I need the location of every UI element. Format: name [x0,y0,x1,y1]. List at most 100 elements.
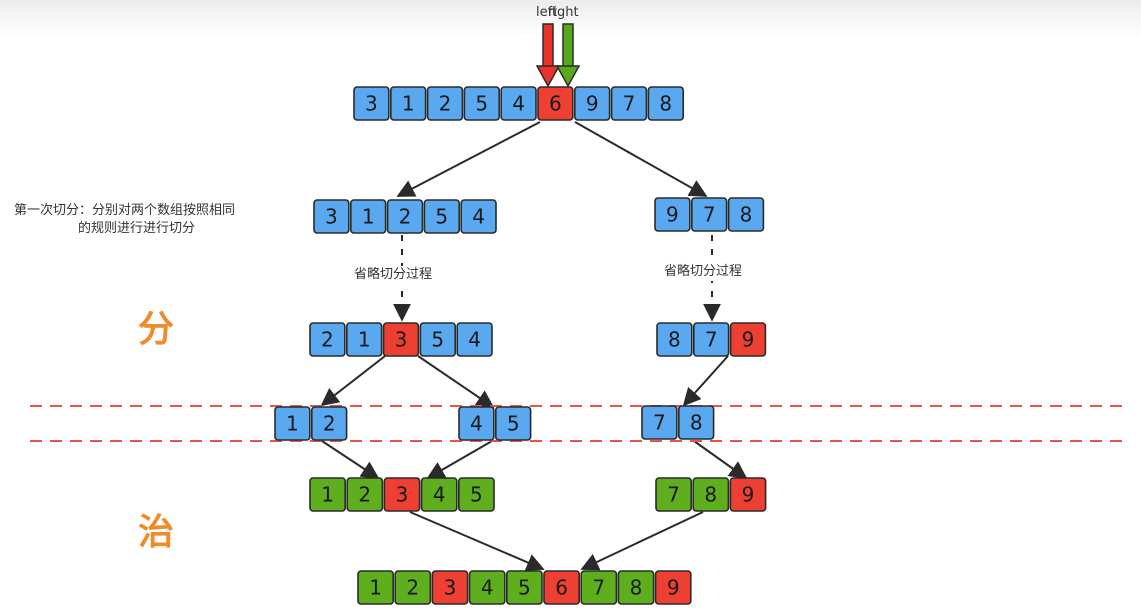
cell-value: 8 [659,92,672,116]
cell-box [309,322,346,357]
cell-box [729,477,767,512]
cell-value: 7 [705,328,718,352]
cell-box [617,570,655,605]
cell-box [610,86,648,121]
divide-label: 分 [138,309,175,350]
array-cell: 8 [677,405,715,440]
cell-box [654,570,692,605]
left-pointer-label: left [536,5,557,20]
array-cell: 7 [641,405,678,440]
cell-value: 8 [704,483,717,507]
cell-box [457,477,495,512]
cell-value: 4 [470,412,483,436]
array-cell: 7 [692,322,730,357]
cell-value: 2 [321,328,334,352]
array-cell: 5 [494,406,532,441]
array-cell: 9 [654,570,692,605]
cell-box [580,570,618,605]
cell-value: 7 [653,411,666,435]
cell-box [690,197,728,232]
cell-value: 7 [703,203,716,227]
cell-box [729,322,767,357]
cell-value: 1 [358,328,371,352]
array-cell: 2 [309,322,346,357]
first-split-note: 第一次切分：分别对两个数组按照相同 的规则进行进行切分 [14,202,304,238]
cell-box [346,477,384,512]
cell-box [345,322,383,357]
array-cell: 8 [617,570,655,605]
cell-box [692,322,730,357]
cell-box [677,405,715,440]
cell-value: 3 [325,205,338,229]
array-cell: 9 [729,322,767,357]
cell-box [431,570,469,605]
cell-value: 2 [358,483,371,507]
array-cell: 7 [655,477,693,512]
array-cell: 2 [310,406,348,441]
array-cell: 7 [610,86,648,121]
cell-box [647,86,685,121]
array-cell: 7 [690,197,728,232]
arrow-merge-left-to-final [409,511,545,571]
cell-value: 5 [470,483,483,507]
cell-value: 2 [439,92,452,116]
cell-box [426,86,464,121]
array-cell: 5 [463,86,500,121]
array-cell: 1 [274,406,311,441]
cell-box [456,322,493,357]
cell-box [394,570,432,605]
cell-value: 4 [512,92,525,116]
arrow-split-to-leaf-a [320,355,386,407]
right-pointer-label: right [548,5,579,20]
arrow-merge-right-to-final [580,511,704,571]
cell-value: 7 [623,92,636,116]
cell-box [458,406,495,441]
cell-box [468,570,506,605]
array-cell: 1 [345,322,383,357]
array-cell: 5 [457,477,495,512]
cell-value: 3 [396,483,409,507]
array-cell: 6 [537,86,574,121]
array-cell: 6 [543,570,581,605]
right-pointer-arrow [555,23,581,88]
cell-box [353,86,390,121]
cell-value: 4 [472,205,485,229]
cell-value: 8 [630,576,643,600]
array-cell: 4 [458,406,495,441]
array-cell: 7 [580,570,618,605]
array-cell: 9 [573,86,611,121]
cell-value: 9 [742,483,755,507]
array-cell: 1 [389,86,427,121]
cell-box [349,199,387,234]
array-cell: 4 [500,86,537,121]
array-cell: 3 [353,86,390,121]
array-cell: 3 [431,570,469,605]
cell-box [310,406,348,441]
cell-value: 3 [444,576,457,600]
cell-box [537,86,574,121]
array-cell: 3 [313,199,350,234]
cell-value: 1 [321,483,334,507]
array-cell: 5 [423,199,460,234]
cell-box [419,322,456,357]
array-cell: 1 [309,477,347,512]
omit-left-note: 省略切分过程 [354,266,433,284]
cell-value: 9 [667,576,680,600]
array-cell: 2 [386,199,424,234]
cell-value: 6 [549,92,562,116]
cell-box [463,86,500,121]
first-split-note-line2: 的规则进行进行切分 [78,221,196,236]
arrow-leaf-b-to-merge [426,440,493,479]
arrow-split-to-leaf-b [417,355,495,409]
array-cell: 9 [654,197,691,232]
array-cell: 1 [349,199,387,234]
